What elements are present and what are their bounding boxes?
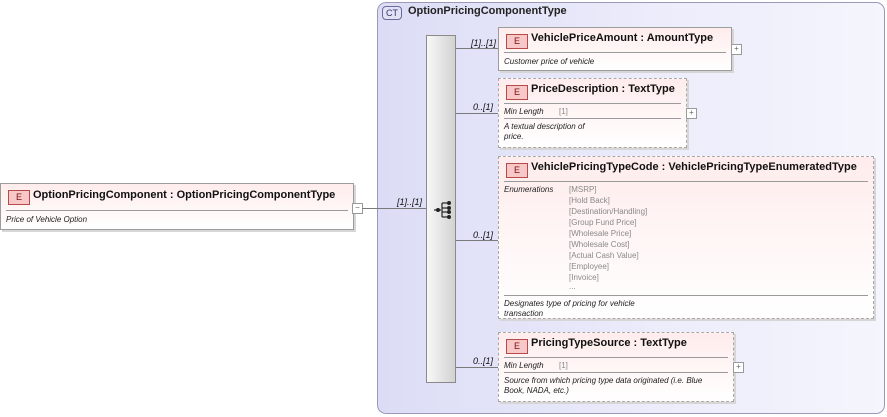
element-name: PricingTypeSource : TextType	[531, 337, 687, 349]
divider	[504, 357, 728, 358]
element-doc: price.	[504, 132, 524, 141]
connector-line	[456, 113, 498, 114]
enumeration-value: [Destination/Handling]	[569, 207, 648, 216]
element-doc: Book, NADA, etc.)	[504, 386, 569, 395]
element-pricing-type-source[interactable]: E PricingTypeSource : TextType Min Lengt…	[498, 332, 734, 402]
divider	[504, 372, 728, 373]
connector-line	[456, 367, 498, 368]
element-badge: E	[8, 190, 30, 205]
connector-line	[456, 48, 498, 49]
facet-value: [1]	[559, 361, 568, 370]
facet-label: Min Length	[504, 361, 544, 370]
divider	[504, 103, 681, 104]
enumeration-value: [MSRP]	[569, 185, 597, 194]
divider	[504, 118, 681, 119]
complex-type-name: OptionPricingComponentType	[408, 5, 567, 17]
element-badge: E	[506, 85, 528, 100]
element-name: VehiclePriceAmount : AmountType	[531, 32, 714, 44]
root-element[interactable]: E OptionPricingComponent : OptionPricing…	[0, 183, 354, 230]
enumeration-value: [Group Fund Price]	[569, 218, 637, 227]
enumeration-value: ...	[569, 282, 576, 291]
divider	[504, 52, 726, 53]
element-doc: A textual description of	[504, 122, 585, 131]
expand-toggle-icon[interactable]: +	[731, 44, 742, 55]
facet-value: [1]	[559, 107, 568, 116]
enumeration-value: [Invoice]	[569, 273, 599, 282]
element-doc: Customer price of vehicle	[504, 57, 595, 66]
complex-type-badge: CT	[382, 6, 402, 20]
enumeration-value: [Hold Back]	[569, 196, 610, 205]
divider	[6, 210, 348, 211]
element-vehicle-price-amount[interactable]: E VehiclePriceAmount : AmountType Custom…	[498, 27, 732, 71]
root-element-name: OptionPricingComponent : OptionPricingCo…	[33, 189, 336, 201]
enumeration-value: [Actual Cash Value]	[569, 251, 639, 260]
sequence-icon	[434, 201, 451, 219]
root-element-doc: Price of Vehicle Option	[6, 215, 88, 224]
divider	[504, 181, 868, 182]
cardinality-label: [1]..[1]	[471, 38, 497, 48]
root-cardinality: [1]..[1]	[397, 197, 423, 207]
cardinality-label: 0..[1]	[473, 230, 494, 240]
element-badge: E	[506, 339, 528, 354]
enumeration-value: [Employee]	[569, 262, 610, 271]
sequence-compositor[interactable]	[426, 35, 456, 383]
element-vehicle-pricing-type-code[interactable]: E VehiclePricingTypeCode : VehiclePricin…	[498, 156, 874, 319]
element-price-description[interactable]: E PriceDescription : TextType Min Length…	[498, 78, 687, 148]
cardinality-label: 0..[1]	[473, 356, 494, 366]
connector-line	[456, 240, 498, 241]
divider	[504, 295, 868, 296]
element-name: PriceDescription : TextType	[531, 83, 675, 95]
connector-line	[362, 208, 426, 209]
element-badge: E	[506, 163, 528, 178]
facet-label: Min Length	[504, 107, 544, 116]
element-badge: E	[506, 34, 528, 49]
expand-toggle-icon[interactable]: +	[733, 362, 744, 373]
cardinality-label: 0..[1]	[473, 102, 494, 112]
expand-toggle-icon[interactable]: +	[686, 108, 697, 119]
element-doc: transaction	[504, 309, 544, 318]
element-name: VehiclePricingTypeCode : VehiclePricingT…	[531, 161, 857, 173]
element-doc: Designates type of pricing for vehicle	[504, 299, 635, 308]
enumeration-value: [Wholesale Price]	[569, 229, 632, 238]
element-doc: Source from which pricing type data orig…	[504, 376, 703, 385]
enumeration-value: [Wholesale Cost]	[569, 240, 630, 249]
facet-label: Enumerations	[504, 185, 554, 194]
